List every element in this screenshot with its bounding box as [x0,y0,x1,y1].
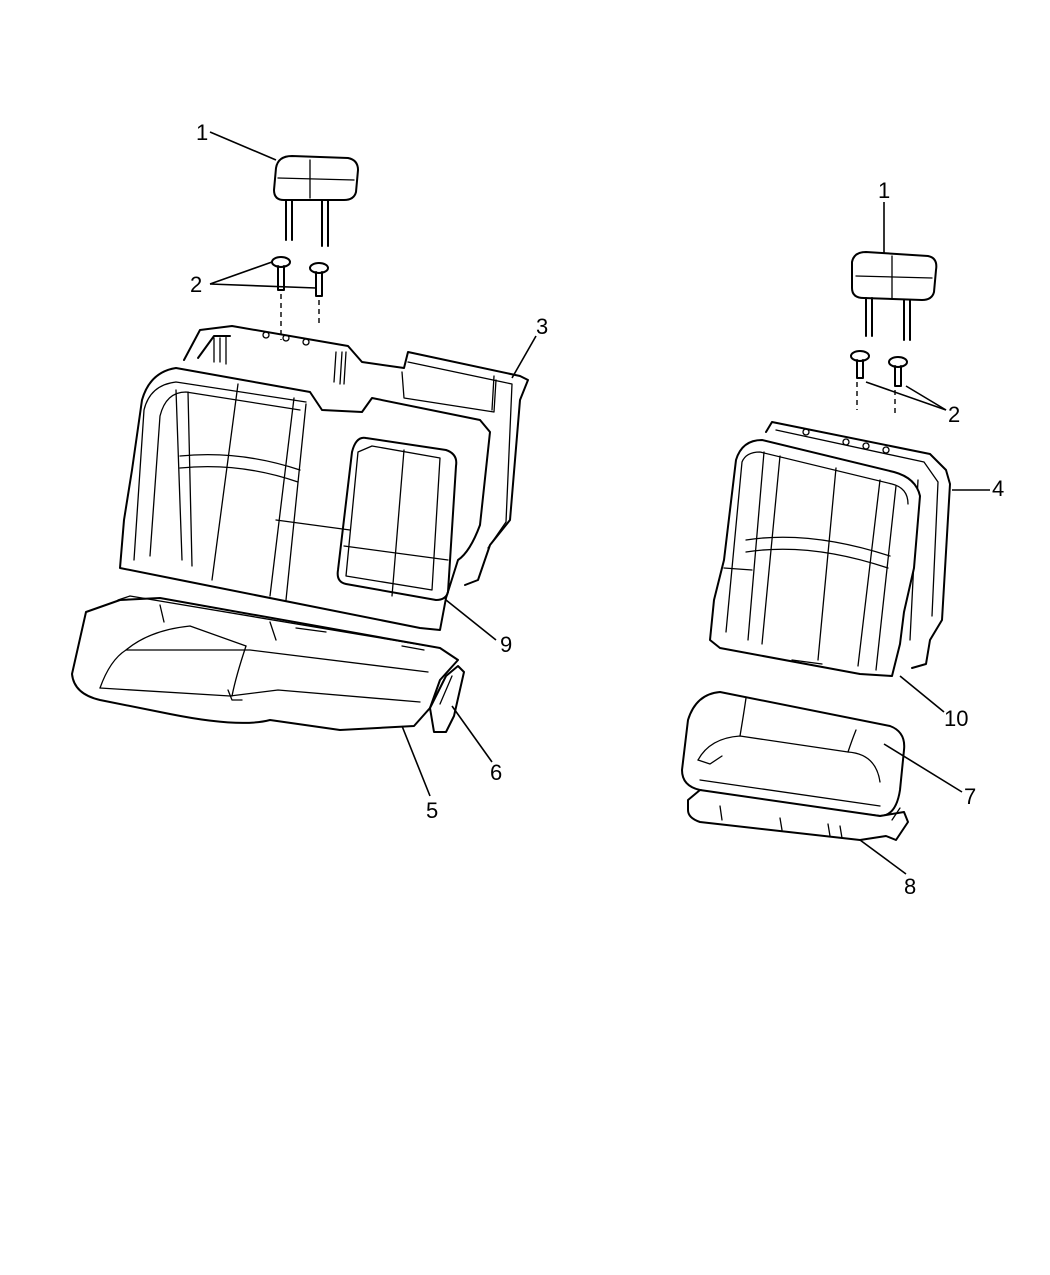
right-seat-cushion [681,691,906,817]
right-headrest-guides [850,350,908,414]
callout-5: 5 [426,798,438,823]
callout-3: 3 [536,314,548,339]
left-headrest [273,155,359,247]
callout-1-left: 1 [196,120,208,145]
callout-10: 10 [944,706,968,731]
callout-1-right: 1 [878,178,890,203]
callout-labels: 1 2 3 9 6 5 1 2 4 10 7 8 [190,120,1004,899]
callout-9: 9 [500,632,512,657]
callout-8: 8 [904,874,916,899]
callout-2-right: 2 [948,402,960,427]
left-headrest-guides [271,256,329,340]
right-cushion-base [687,789,909,841]
left-seatback-frame [183,325,529,586]
right-seatback-cover [709,439,921,677]
left-seatback-cover [119,367,491,631]
right-headrest [851,251,938,341]
callout-6: 6 [490,760,502,785]
callout-4: 4 [992,476,1004,501]
callout-7: 7 [964,784,976,809]
left-cushion-frame [429,665,465,733]
callout-2-left: 2 [190,272,202,297]
left-seat-cushion [71,595,459,731]
leader-lines [209,131,990,875]
